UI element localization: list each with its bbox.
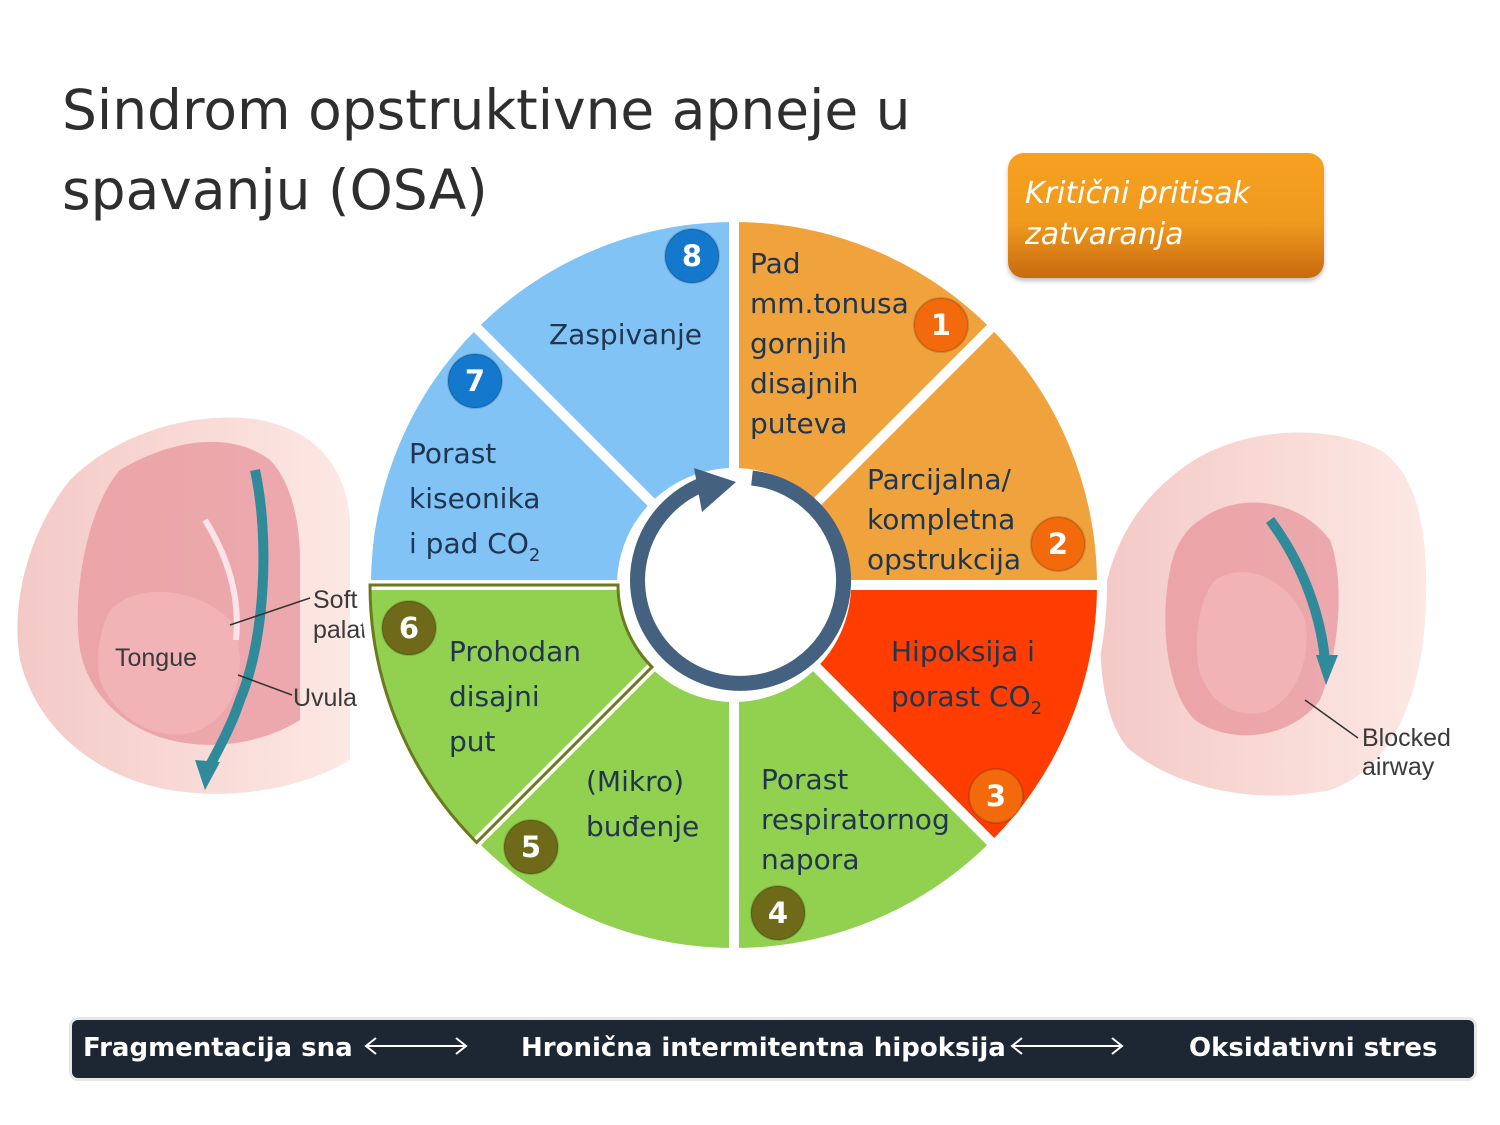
bottom-consequences-bar: Fragmentacija sna Hronična intermitentna…: [72, 1020, 1474, 1078]
bar-hipoksija: Hronična intermitentna hipoksija: [521, 1033, 1006, 1063]
airway-label: airway: [1362, 753, 1435, 781]
segment-2-label-line: opstrukcija: [867, 543, 1021, 576]
step-badge-number: 5: [521, 830, 541, 864]
segment-1-label-line: disajnih: [750, 367, 858, 400]
segment-2-label-line: Parcijalna/: [867, 463, 1011, 496]
page-title: Sindrom opstruktivne apneje u spavanju (…: [62, 78, 911, 222]
left-anatomy-illustration: Tongue Soft palat Uvula: [17, 417, 367, 794]
critical-pressure-label: Kritični pritisak zatvaranja: [1025, 176, 1251, 252]
step-badge-number: 2: [1048, 527, 1068, 561]
cycle-segment-5: [468, 659, 739, 958]
cycle-segment-7: [361, 319, 660, 590]
segment-7-label-line: i pad CO2: [409, 527, 540, 566]
segment-6-label-line: disajni: [449, 680, 540, 713]
step-badge-number: 4: [768, 896, 788, 930]
cycle-labels: Pad mm.tonusa gornjih disajnih putevaParcija…: [409, 247, 1042, 876]
step-badge-8: 8: [664, 228, 720, 284]
critical-pressure-box: Kritični pritisak zatvaranja: [1008, 153, 1324, 278]
double-arrow-icon: [1010, 1037, 1124, 1055]
co2-subscript: 2: [529, 545, 540, 566]
cycle-segment-6: [361, 580, 660, 851]
cycle-segments: [361, 212, 1107, 958]
segment-2-label-line: kompletna: [867, 503, 1015, 536]
step-badge-6: 6: [381, 600, 437, 656]
bar-oksidativni: Oksidativni stres: [1189, 1033, 1438, 1063]
step-badge-1: 1: [913, 297, 969, 353]
step-badge-number: 3: [986, 779, 1006, 813]
soft-palate-label-2: palat: [313, 616, 367, 644]
step-badge-7: 7: [447, 353, 503, 409]
step-badge-number: 1: [931, 308, 951, 342]
segment-1-label-line: gornjih: [750, 327, 847, 360]
step-badge-4: 4: [750, 885, 806, 941]
step-badge-5: 5: [503, 819, 559, 875]
osa-cycle-diagram: Tongue Soft palat Uvula Blocked airway P…: [17, 212, 1451, 958]
segment-4-label-line: respiratornog: [761, 803, 950, 836]
step-badge-3: 3: [968, 768, 1024, 824]
segment-7-label-line: Porast: [409, 437, 496, 470]
segment-6-label-line: Prohodan: [449, 635, 581, 668]
soft-palate-label: Soft: [313, 586, 358, 614]
wheel-center: [626, 477, 842, 693]
segment-1-label-line: Pad: [750, 247, 801, 280]
segment-1-label-line: mm.tonusa: [750, 287, 909, 320]
cycle-segment-4: [729, 659, 1000, 958]
segment-4-label-line: napora: [761, 843, 859, 876]
step-badge-2: 2: [1030, 516, 1086, 572]
segment-8-label-line: Zaspivanje: [549, 318, 702, 351]
co2-subscript: 2: [1031, 698, 1042, 719]
segment-6-highlight: [368, 583, 655, 845]
segment-1-label-line: puteva: [750, 407, 847, 440]
bar-fragmentacija: Fragmentacija sna: [83, 1033, 353, 1063]
cycle-segment-8: [468, 212, 739, 511]
step-badge-number: 7: [465, 364, 485, 398]
uvula-label: Uvula: [293, 684, 357, 712]
segment-4-label-line: Porast: [761, 763, 848, 796]
double-arrow-icon: [364, 1037, 468, 1055]
segment-3-label-line: Hipoksija i: [891, 635, 1035, 668]
segment-7-label-line: kiseonika: [409, 482, 540, 515]
step-badge-number: 6: [399, 611, 419, 645]
segment-5-label-line: buđenje: [586, 810, 699, 843]
right-anatomy-illustration: Blocked airway: [1100, 432, 1451, 796]
blocked-label: Blocked: [1362, 724, 1451, 752]
segment-6-label-line: put: [449, 725, 496, 758]
tongue-label: Tongue: [115, 644, 197, 672]
step-badges: 1 2 3 4 5 6 7 8: [381, 228, 1086, 941]
segment-3-label-line: porast CO2: [891, 680, 1042, 719]
segment-5-label-line: (Mikro): [586, 765, 684, 798]
step-badge-number: 8: [682, 239, 702, 273]
cycle-arrow: [630, 468, 852, 691]
